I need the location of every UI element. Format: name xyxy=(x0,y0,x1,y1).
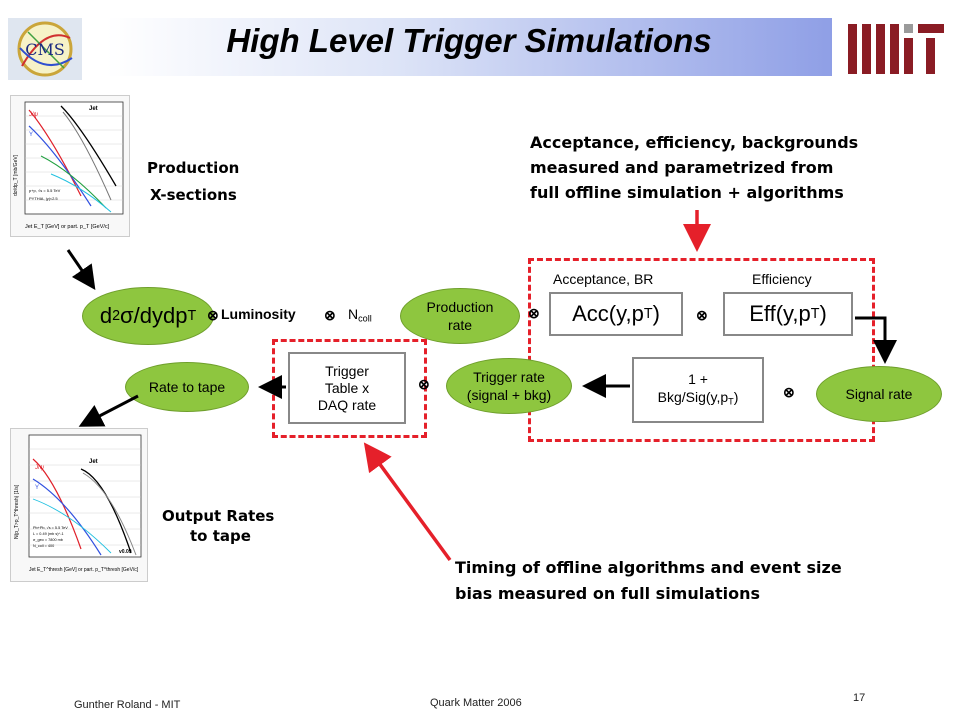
plot-bottom-annotation-1: Pb+Pb, √s = 5.5 TeV xyxy=(33,526,68,530)
jet-curve xyxy=(60,105,117,187)
efficiency-label: Efficiency xyxy=(752,271,812,287)
plot-bottom-xlabel: Jet E_T^thresh [GeV] or part. p_T^thresh… xyxy=(29,567,139,573)
signal-rate-label: Signal rate xyxy=(845,386,913,402)
d2sigma-main: d xyxy=(99,303,113,328)
d2sigma-sigma: σ xyxy=(120,303,134,328)
otimes-operator-1: ⊗ xyxy=(207,307,219,323)
output-rate-plot: Jet J/ψ Υ Pb+Pb, √s = 5.5 TeV L = 0.49 (… xyxy=(10,428,148,582)
otimes-operator-3: ⊗ xyxy=(528,305,540,321)
gray-curve-bottom xyxy=(82,472,137,556)
d2sigma-sub: T xyxy=(187,308,197,324)
slide-title: High Level Trigger Simulations xyxy=(226,22,712,59)
title-bar xyxy=(106,18,832,76)
output-rates-label-1: Output Rates xyxy=(162,507,275,525)
production-xsection-plot: Jet J/ψ Υ p+p, √s = 5.5 TeV PYTHIA, |y|<… xyxy=(10,95,130,237)
acc-close: ) xyxy=(652,301,660,326)
arrow-tape-to-plot xyxy=(78,394,139,427)
acceptance-note-line-1: Acceptance, efficiency, backgrounds xyxy=(530,133,859,152)
plot-bottom-annotation-4: N_coll = 400 xyxy=(33,544,54,548)
trigger-table-line-1: Trigger xyxy=(325,362,369,379)
plot-top-series-jet: Jet xyxy=(89,106,98,112)
acceptance-note-line-3: full offline simulation + algorithms xyxy=(530,183,844,202)
trigger-table-line-2: Table x xyxy=(324,379,370,396)
bkg-main: Bkg/Sig(y,p xyxy=(657,388,729,405)
gray-curve xyxy=(62,111,112,201)
d2sigma-rest: /dydp xyxy=(133,303,188,328)
production-rate-line-2: rate xyxy=(447,317,473,333)
ncoll-label: Ncoll xyxy=(348,306,372,323)
footer-conference: Quark Matter 2006 xyxy=(430,697,522,709)
plot-top-ylabel: dσ/dp_T [mb/GeV] xyxy=(13,154,19,196)
production-xsections-label-2: X-sections xyxy=(150,186,237,204)
footer-author: Gunther Roland - MIT xyxy=(74,699,181,711)
plot-bottom-series-jpsi: J/ψ xyxy=(35,465,44,471)
bkg-sub: T xyxy=(728,396,734,407)
plot-bottom-annotation-3: σ_geo = 7800 mb xyxy=(33,538,63,542)
ncoll-main: N xyxy=(348,306,359,322)
rate-to-tape-label: Rate to tape xyxy=(148,379,226,395)
acceptance-note-line-2: measured and parametrized from xyxy=(530,158,834,177)
trigger-table-box: Trigger Table x DAQ rate xyxy=(288,352,406,424)
acc-sub: T xyxy=(643,306,653,322)
plot-bottom-series-jet: Jet xyxy=(89,459,98,465)
plot-top-annotation-1: p+p, √s = 5.5 TeV xyxy=(29,188,61,193)
upsilon-curve-bottom xyxy=(32,478,102,556)
eff-sub: T xyxy=(810,306,820,322)
cms-logo-icon: CMS xyxy=(8,18,82,80)
plot-bottom-ylabel: N(p_T>p_T^thresh) [1/s] xyxy=(14,484,20,539)
d2sigma-sup: 2 xyxy=(112,308,121,324)
background-signal-box: 1 + Bkg/Sig(y,pT) xyxy=(632,357,764,423)
trigger-rate-node: Trigger rate (signal + bkg) xyxy=(446,358,572,414)
plot-top-series-upsilon: Υ xyxy=(29,132,33,138)
production-rate-node: Production rate xyxy=(400,288,520,344)
plot-top-annotation-2: PYTHIA, |y|<2.5 xyxy=(29,196,58,201)
plot-bottom-version: v0.09 xyxy=(119,549,132,555)
bkg-line-1: 1 + xyxy=(688,370,708,387)
production-xsections-label-1: Production xyxy=(147,159,240,177)
ncoll-sub: coll xyxy=(358,313,372,324)
otimes-operator-5: ⊗ xyxy=(418,376,430,392)
eff-close: ) xyxy=(819,301,827,326)
plot-bottom-series-upsilon: Υ xyxy=(35,485,39,491)
trigger-rate-line-1: Trigger rate xyxy=(473,369,545,385)
arrow-timing-to-trigger xyxy=(363,442,452,562)
upsilon-curve xyxy=(28,125,92,207)
timing-note-line-1: Timing of offline algorithms and event s… xyxy=(455,558,842,577)
luminosity-label: Luminosity xyxy=(221,306,296,322)
z-curve xyxy=(40,155,107,209)
acc-main: Acc(y,p xyxy=(572,301,644,326)
otimes-operator-4: ⊗ xyxy=(696,307,708,323)
plot-top-xlabel: Jet E_T [GeV] or part. p_T [GeV/c] xyxy=(25,224,110,230)
mit-logo-icon xyxy=(848,24,944,74)
acceptance-br-label: Acceptance, BR xyxy=(553,271,654,287)
arrow-plot-to-d2sigma xyxy=(66,249,96,290)
otimes-operator-2: ⊗ xyxy=(324,307,336,323)
cms-logo-text: CMS xyxy=(25,40,65,59)
signal-rate-node: Signal rate xyxy=(816,366,942,422)
bkg-close: ) xyxy=(733,388,739,405)
bkg-line-2: Bkg/Sig(y,pT) xyxy=(658,388,739,410)
footer-page-number: 17 xyxy=(853,692,866,704)
otimes-operator-6: ⊗ xyxy=(783,384,795,400)
trigger-rate-line-2: (signal + bkg) xyxy=(466,387,552,403)
trigger-table-line-3: DAQ rate xyxy=(317,396,377,413)
output-rates-label-2: to tape xyxy=(190,527,251,545)
jpsi-curve xyxy=(28,109,82,197)
jpsi-curve-bottom xyxy=(32,458,82,550)
timing-note-line-2: bias measured on full simulations xyxy=(455,584,761,603)
production-rate-line-1: Production xyxy=(426,299,494,315)
plot-bottom-annotation-2: L = 0.49 (mb s)^-1 xyxy=(33,532,64,536)
cyan-curve xyxy=(50,173,112,213)
plot-top-series-jpsi: J/ψ xyxy=(29,112,38,118)
eff-main: Eff(y,p xyxy=(749,301,811,326)
rate-to-tape-node: Rate to tape xyxy=(125,362,249,412)
